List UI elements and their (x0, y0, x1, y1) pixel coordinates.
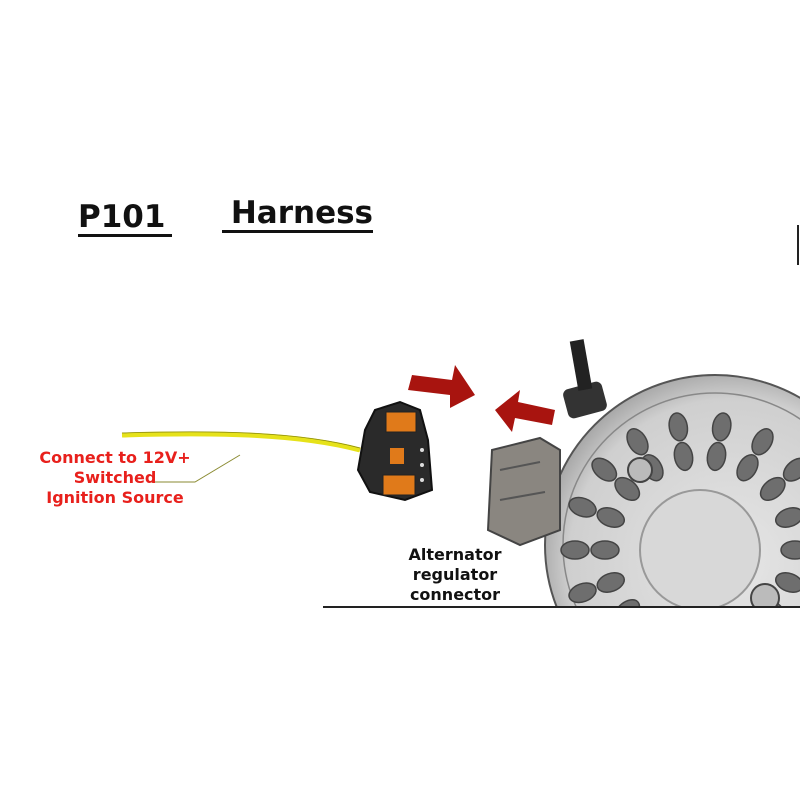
vent-slot (673, 441, 694, 472)
connector-label-line: regulator (412, 565, 498, 584)
wire-label-line: Connect to 12V+ (39, 448, 191, 467)
vent-slot (591, 457, 618, 482)
alternator (486, 339, 800, 689)
vent-slot (710, 658, 733, 689)
vent-slot (560, 540, 590, 560)
vent-slot (780, 540, 800, 560)
vent-slot (672, 628, 695, 659)
harness-title: Harness (222, 196, 373, 233)
vent-slot (706, 441, 727, 472)
vent-slot (588, 614, 621, 646)
vent-slot (596, 507, 625, 528)
vent-slot (568, 582, 597, 604)
vent-slot (614, 476, 641, 502)
wire-label-line: Switched (73, 468, 157, 487)
vent-slot (711, 412, 732, 442)
wire-label-line: Ignition Source (46, 488, 184, 507)
vent-slot (626, 428, 649, 456)
vent-slot (638, 616, 668, 649)
vent-slot (748, 642, 778, 675)
connector-label: Alternator regulator connector (395, 545, 515, 605)
leader-line (150, 454, 241, 483)
vent-slot (759, 476, 786, 502)
vent-slot (736, 454, 759, 482)
vent-slot (751, 428, 774, 456)
part-number-title: P101 (78, 200, 172, 237)
vent-slot (596, 572, 625, 593)
harness-connector (356, 400, 434, 502)
vent-slot (590, 540, 620, 560)
vent-slot (733, 616, 763, 649)
connector-label-line: connector (409, 585, 501, 604)
vent-slot (779, 614, 800, 646)
vent-slot (782, 457, 800, 482)
vent-slot (623, 642, 653, 675)
wire-label: Connect to 12V+ Switched Ignition Source (20, 448, 210, 508)
vent-slot (614, 598, 641, 607)
vent-slot (668, 412, 689, 442)
vent-slot (775, 572, 800, 593)
vent-slot (705, 628, 728, 659)
connector-label-line: Alternator (408, 545, 502, 564)
vent-slot (667, 658, 690, 689)
arrow-left-icon (495, 390, 555, 432)
arrow-right-icon (408, 365, 475, 408)
vent-slot (775, 507, 800, 528)
vent-slot (568, 496, 597, 518)
yellow-wire (121, 431, 361, 453)
